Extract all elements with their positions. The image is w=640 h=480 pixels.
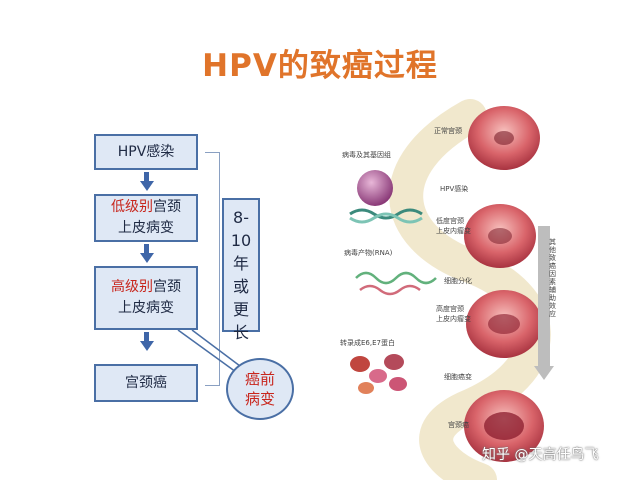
duration-char-5: 更 <box>232 300 249 319</box>
flow-step-cervical-cancer-label: 宫颈癌 <box>125 374 167 391</box>
flow-arrow-2 <box>139 253 154 263</box>
duration-char-4: 或 <box>232 277 249 296</box>
carcinogenesis-illustration <box>349 99 554 480</box>
high-grade-emphasis: 高级别 <box>111 279 153 295</box>
flow-step-low-grade-line2: 上皮病变 <box>118 220 174 236</box>
label-low-grade-cin: 低度宫颈 上皮内瘤变 <box>436 217 471 235</box>
flow-arrow-2-shaft <box>144 244 149 254</box>
cervix-normal-os <box>494 131 514 145</box>
low-grade-cervix: 宫颈 <box>153 199 181 215</box>
flow-step-low-grade-lesion: 低级别宫颈 上皮病变 <box>94 194 198 242</box>
duration-char-1: 8- <box>233 208 249 227</box>
label-virus-genome: 病毒及其基因组 <box>342 151 391 159</box>
label-cervical-cancer: 宫颈癌 <box>448 421 469 429</box>
label-cell-differentiation: 细胞分化 <box>444 277 472 285</box>
flow-step-hpv-infection-label: HPV感染 <box>117 143 175 160</box>
flow-step-hpv-infection: HPV感染 <box>94 134 198 170</box>
dna-strand-2 <box>349 212 423 224</box>
cervix-low-grade-os <box>488 228 512 244</box>
flow-arrow-3-shaft <box>144 332 149 342</box>
duration-bracket <box>205 152 220 386</box>
label-cell-carcinogenesis: 细胞癌变 <box>444 373 472 381</box>
side-arrow-head <box>534 366 554 380</box>
virus-particle <box>357 170 393 206</box>
low-grade-emphasis: 低级别 <box>111 199 153 215</box>
label-hpv-infection: HPV感染 <box>440 185 469 193</box>
precancer-line1: 癌前 <box>244 370 275 388</box>
precancer-bubble: 癌前 病变 <box>226 358 294 420</box>
rna-strand <box>355 271 437 285</box>
duration-box: 8- 10 年 或 更 长 <box>222 198 260 342</box>
protein-blob-3 <box>384 354 404 370</box>
watermark: 知乎 @天高任鸟飞 <box>482 447 599 463</box>
duration-char-2: 10 <box>230 231 252 250</box>
flow-step-high-grade-line1: 高级别宫颈 <box>96 277 196 298</box>
dna-strand <box>349 208 423 220</box>
duration-char-6: 长 <box>232 323 249 342</box>
precancer-line2: 病变 <box>244 390 275 408</box>
flow-arrow-1 <box>139 181 154 191</box>
protein-blob-2 <box>369 369 387 383</box>
flow-step-high-grade-lesion: 高级别宫颈 上皮病变 <box>94 266 198 330</box>
protein-blob-1 <box>350 356 370 372</box>
duration-char-3: 年 <box>232 254 249 273</box>
flow-step-cervical-cancer: 宫颈癌 <box>94 364 198 402</box>
flow-arrow-3 <box>139 341 154 351</box>
high-grade-cervix: 宫颈 <box>153 279 181 295</box>
label-e6-e7: 转录成E6,E7蛋白 <box>340 339 395 347</box>
flow-step-low-grade-line1: 低级别宫颈 <box>96 197 196 218</box>
protein-blob-5 <box>389 377 407 391</box>
label-normal-cervix: 正常宫颈 <box>434 127 462 135</box>
cervix-cancer-os <box>484 412 524 440</box>
cervix-high-grade-os <box>488 314 520 334</box>
label-high-grade-cin: 高度宫颈 上皮内瘤变 <box>436 305 471 323</box>
flow-step-high-grade-line2: 上皮病变 <box>118 300 174 316</box>
rna-strand-2 <box>359 284 421 296</box>
label-virus-rna: 病毒产物(RNA) <box>344 249 393 257</box>
label-other-carcinogenic-factors: 其他致癌因素辅助效应 <box>549 238 556 318</box>
flow-arrow-1-shaft <box>144 172 149 182</box>
page-title: HPV的致癌过程 <box>202 48 438 84</box>
protein-blob-4 <box>358 382 374 394</box>
